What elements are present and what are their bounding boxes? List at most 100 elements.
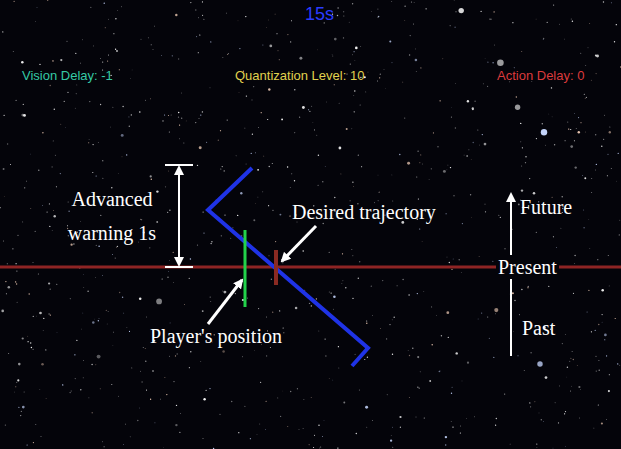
star [446, 256, 448, 258]
star [485, 211, 486, 212]
star [595, 330, 596, 331]
star [245, 16, 246, 17]
star [607, 175, 608, 176]
star [309, 303, 310, 304]
star [168, 171, 169, 172]
star [27, 335, 29, 337]
star [591, 178, 592, 179]
star [316, 135, 317, 136]
star [574, 255, 575, 256]
star [60, 123, 62, 125]
star [42, 132, 43, 133]
star [33, 442, 34, 443]
star [237, 20, 239, 22]
star [31, 347, 32, 348]
star [474, 101, 475, 102]
star [312, 122, 314, 124]
star [392, 446, 394, 448]
star [551, 87, 552, 88]
star [202, 1, 203, 2]
star [520, 123, 521, 124]
star [565, 411, 566, 412]
star [261, 112, 262, 113]
star [69, 392, 70, 393]
star [289, 215, 290, 216]
star [68, 211, 69, 212]
star [222, 350, 225, 353]
star [43, 318, 44, 319]
star [316, 49, 318, 51]
star [611, 2, 612, 3]
star [199, 34, 200, 35]
star [521, 51, 522, 52]
star [117, 173, 119, 175]
star [616, 180, 618, 182]
star [479, 144, 481, 146]
star [82, 312, 84, 314]
star [570, 129, 571, 130]
star [117, 9, 119, 11]
star [591, 191, 593, 193]
star [272, 312, 273, 313]
star [400, 427, 401, 428]
star [527, 286, 529, 288]
star [386, 394, 388, 396]
star [494, 308, 498, 312]
star [195, 9, 196, 10]
star [279, 310, 280, 311]
star [481, 312, 482, 313]
leader-arrow [282, 226, 316, 261]
star [10, 164, 11, 165]
star [151, 44, 152, 45]
star [358, 278, 359, 279]
star [578, 131, 580, 133]
star [351, 54, 353, 56]
star [399, 416, 401, 418]
star [47, 0, 49, 1]
star [97, 355, 101, 359]
star [311, 305, 312, 306]
star [578, 117, 579, 118]
star [267, 119, 268, 120]
star [617, 363, 618, 364]
star [303, 398, 305, 400]
star [36, 7, 38, 9]
star [104, 3, 105, 4]
star [343, 402, 345, 404]
star [202, 111, 203, 112]
star [392, 426, 394, 428]
target-marker [274, 250, 278, 285]
star [542, 420, 544, 422]
star [223, 170, 224, 171]
star [75, 378, 76, 379]
star [146, 390, 147, 391]
star [15, 386, 16, 387]
star [554, 402, 556, 404]
star [173, 282, 175, 284]
star [129, 436, 131, 438]
star [256, 434, 258, 436]
star [274, 13, 276, 15]
star [509, 443, 511, 445]
star [462, 223, 463, 224]
star [21, 61, 24, 64]
star [553, 4, 554, 5]
star [151, 179, 153, 181]
setting-label: Vision Delay: -1 [22, 64, 113, 88]
star [445, 444, 446, 445]
star [18, 363, 21, 366]
timer-label: 15s [305, 2, 334, 26]
star [115, 18, 116, 19]
star [358, 155, 359, 156]
star [37, 273, 39, 275]
star [334, 197, 335, 198]
star [484, 203, 486, 205]
star [172, 55, 173, 56]
star [173, 252, 174, 253]
star [575, 166, 577, 168]
star [595, 55, 597, 57]
star [576, 365, 578, 367]
star [354, 60, 356, 62]
star [160, 398, 162, 400]
star [220, 130, 221, 131]
